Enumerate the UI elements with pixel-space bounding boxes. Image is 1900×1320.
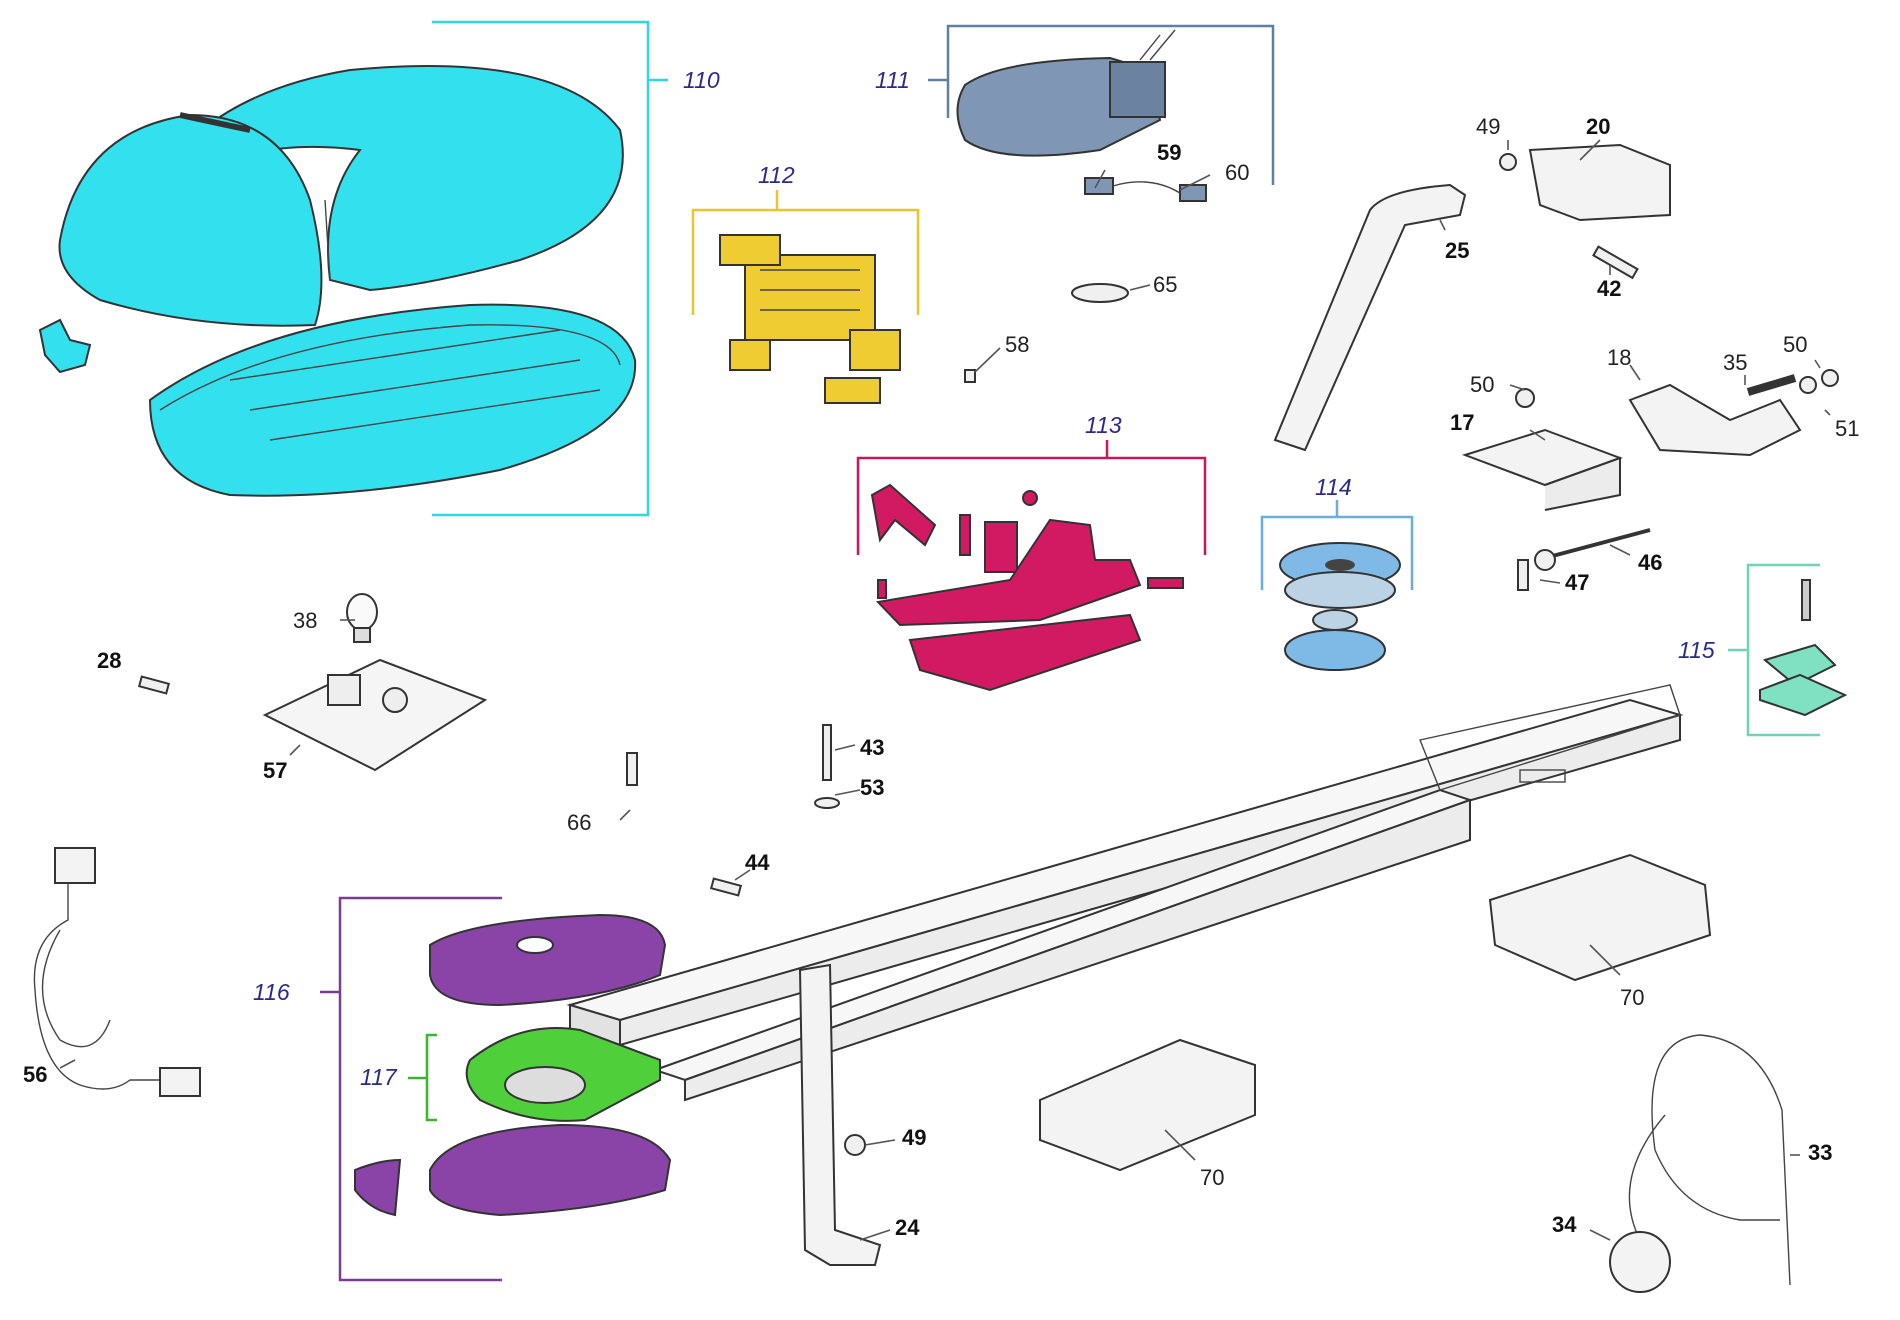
small-parts-icon — [137, 153, 1839, 1156]
part-label-44: 44 — [745, 850, 770, 875]
transformer-icon — [719, 234, 901, 404]
bracket-110 — [432, 20, 650, 517]
rail-icon — [566, 684, 1684, 1102]
part-label-58: 58 — [1005, 332, 1029, 357]
leader-lines — [59, 139, 1831, 1241]
part-label-59: 59 — [1157, 140, 1181, 165]
part-label-47: 47 — [1565, 570, 1589, 595]
pulley-icon — [1279, 542, 1401, 671]
group-label-111: 111 — [875, 67, 910, 93]
part-label-51: 51 — [1835, 416, 1859, 441]
group-label-116: 116 — [253, 979, 290, 1005]
part-label-28: 28 — [97, 648, 121, 673]
part-label-56: 56 — [23, 1062, 47, 1087]
bracket-icon — [1759, 579, 1848, 717]
belt-icon — [465, 1027, 661, 1122]
carriage-icon — [870, 483, 1184, 692]
plug-cable-icon — [33, 847, 201, 1097]
part-label-57: 57 — [263, 758, 287, 783]
part-label-70b: 70 — [1200, 1165, 1224, 1190]
part-label-38: 38 — [293, 608, 317, 633]
chain-cover-bottom-icon — [354, 1123, 672, 1217]
part-label-24: 24 — [895, 1215, 920, 1240]
bracket-24-icon — [798, 963, 882, 1266]
part-label-66: 66 — [567, 810, 591, 835]
part-label-33: 33 — [1808, 1140, 1832, 1165]
group-label-112: 112 — [758, 162, 795, 188]
pcb-icon — [262, 658, 488, 772]
part-label-17: 17 — [1450, 410, 1474, 435]
part-label-65: 65 — [1153, 272, 1177, 297]
part-label-49b: 49 — [902, 1125, 926, 1150]
bulb-icon — [346, 593, 378, 643]
bracket-111 — [946, 24, 1275, 185]
group-label-110: 110 — [683, 67, 720, 93]
part-label-50a: 50 — [1470, 372, 1494, 397]
channel-70a-icon — [1488, 853, 1712, 982]
part-label-20: 20 — [1586, 114, 1610, 139]
part-label-25: 25 — [1445, 238, 1469, 263]
bracket-18-icon — [1628, 383, 1802, 457]
chain-cover-top-icon — [429, 913, 667, 1007]
bracket-116 — [338, 896, 502, 1282]
cable-icon — [1609, 1034, 1791, 1293]
bracket-112 — [691, 208, 920, 315]
bracket-117 — [425, 1033, 437, 1122]
group-label-114: 114 — [1315, 474, 1352, 500]
part-label-43: 43 — [860, 735, 884, 760]
part-label-53: 53 — [860, 775, 884, 800]
part-label-50b: 50 — [1783, 332, 1807, 357]
part-label-18: 18 — [1607, 345, 1631, 370]
part-label-70a: 70 — [1620, 985, 1644, 1010]
group-label-113: 113 — [1085, 412, 1122, 438]
part-label-46: 46 — [1638, 550, 1662, 575]
part-label-60: 60 — [1225, 160, 1249, 185]
bracket-113 — [856, 456, 1207, 555]
connector-icon — [1084, 177, 1207, 202]
bracket-25-icon — [1273, 183, 1467, 452]
motor-icon — [956, 29, 1176, 157]
channel-70b-icon — [1039, 1038, 1256, 1172]
cover-icon — [38, 65, 637, 497]
bracket-20-icon — [1528, 143, 1671, 222]
part-label-35: 35 — [1723, 350, 1747, 375]
group-label-115: 115 — [1678, 637, 1715, 663]
part-label-49a: 49 — [1476, 114, 1500, 139]
part-label-34: 34 — [1552, 1212, 1577, 1237]
part-label-42: 42 — [1597, 276, 1621, 301]
group-label-117: 117 — [360, 1064, 398, 1090]
